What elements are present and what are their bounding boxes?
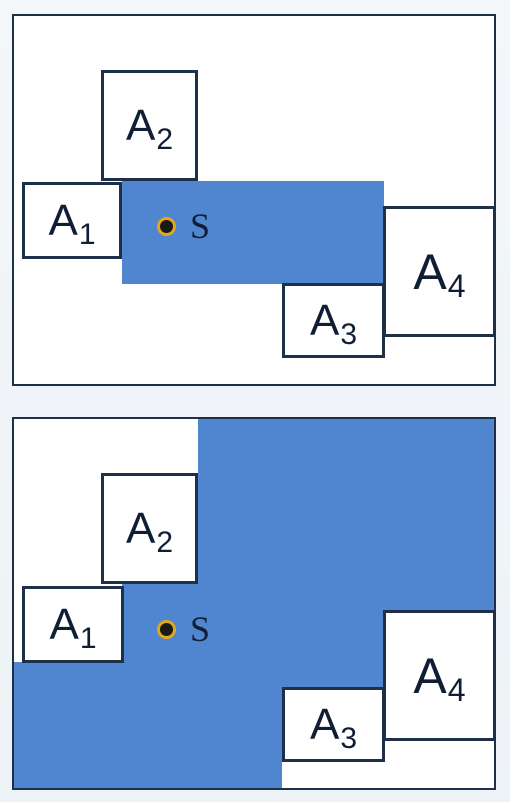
box-a3-subscript: 3: [340, 721, 358, 755]
box-a1-subscript: 1: [78, 217, 96, 251]
site-label: S: [190, 206, 211, 246]
box-a1-letter: A: [49, 599, 79, 649]
site-dot: [157, 620, 176, 639]
box-a4-subscript: 4: [447, 671, 466, 708]
site-label: S: [190, 609, 211, 649]
box-a4-letter: A: [413, 647, 447, 704]
visible-region-bottom: [14, 419, 494, 788]
box-a1-subscript: 1: [79, 621, 97, 655]
box-a2-letter: A: [125, 503, 156, 553]
box-a3-letter: A: [309, 295, 340, 345]
region-polygon: [14, 419, 494, 788]
box-a4-subscript: 4: [447, 267, 466, 304]
box-a2-letter: A: [125, 100, 156, 150]
box-a2-subscript: 2: [156, 525, 174, 559]
site-dot: [157, 217, 176, 236]
box-a3-letter: A: [309, 699, 340, 749]
box-a3-subscript: 3: [340, 317, 358, 351]
box-a2-subscript: 2: [156, 122, 174, 156]
box-a4-letter: A: [413, 243, 447, 300]
box-a1-letter: A: [48, 195, 78, 245]
